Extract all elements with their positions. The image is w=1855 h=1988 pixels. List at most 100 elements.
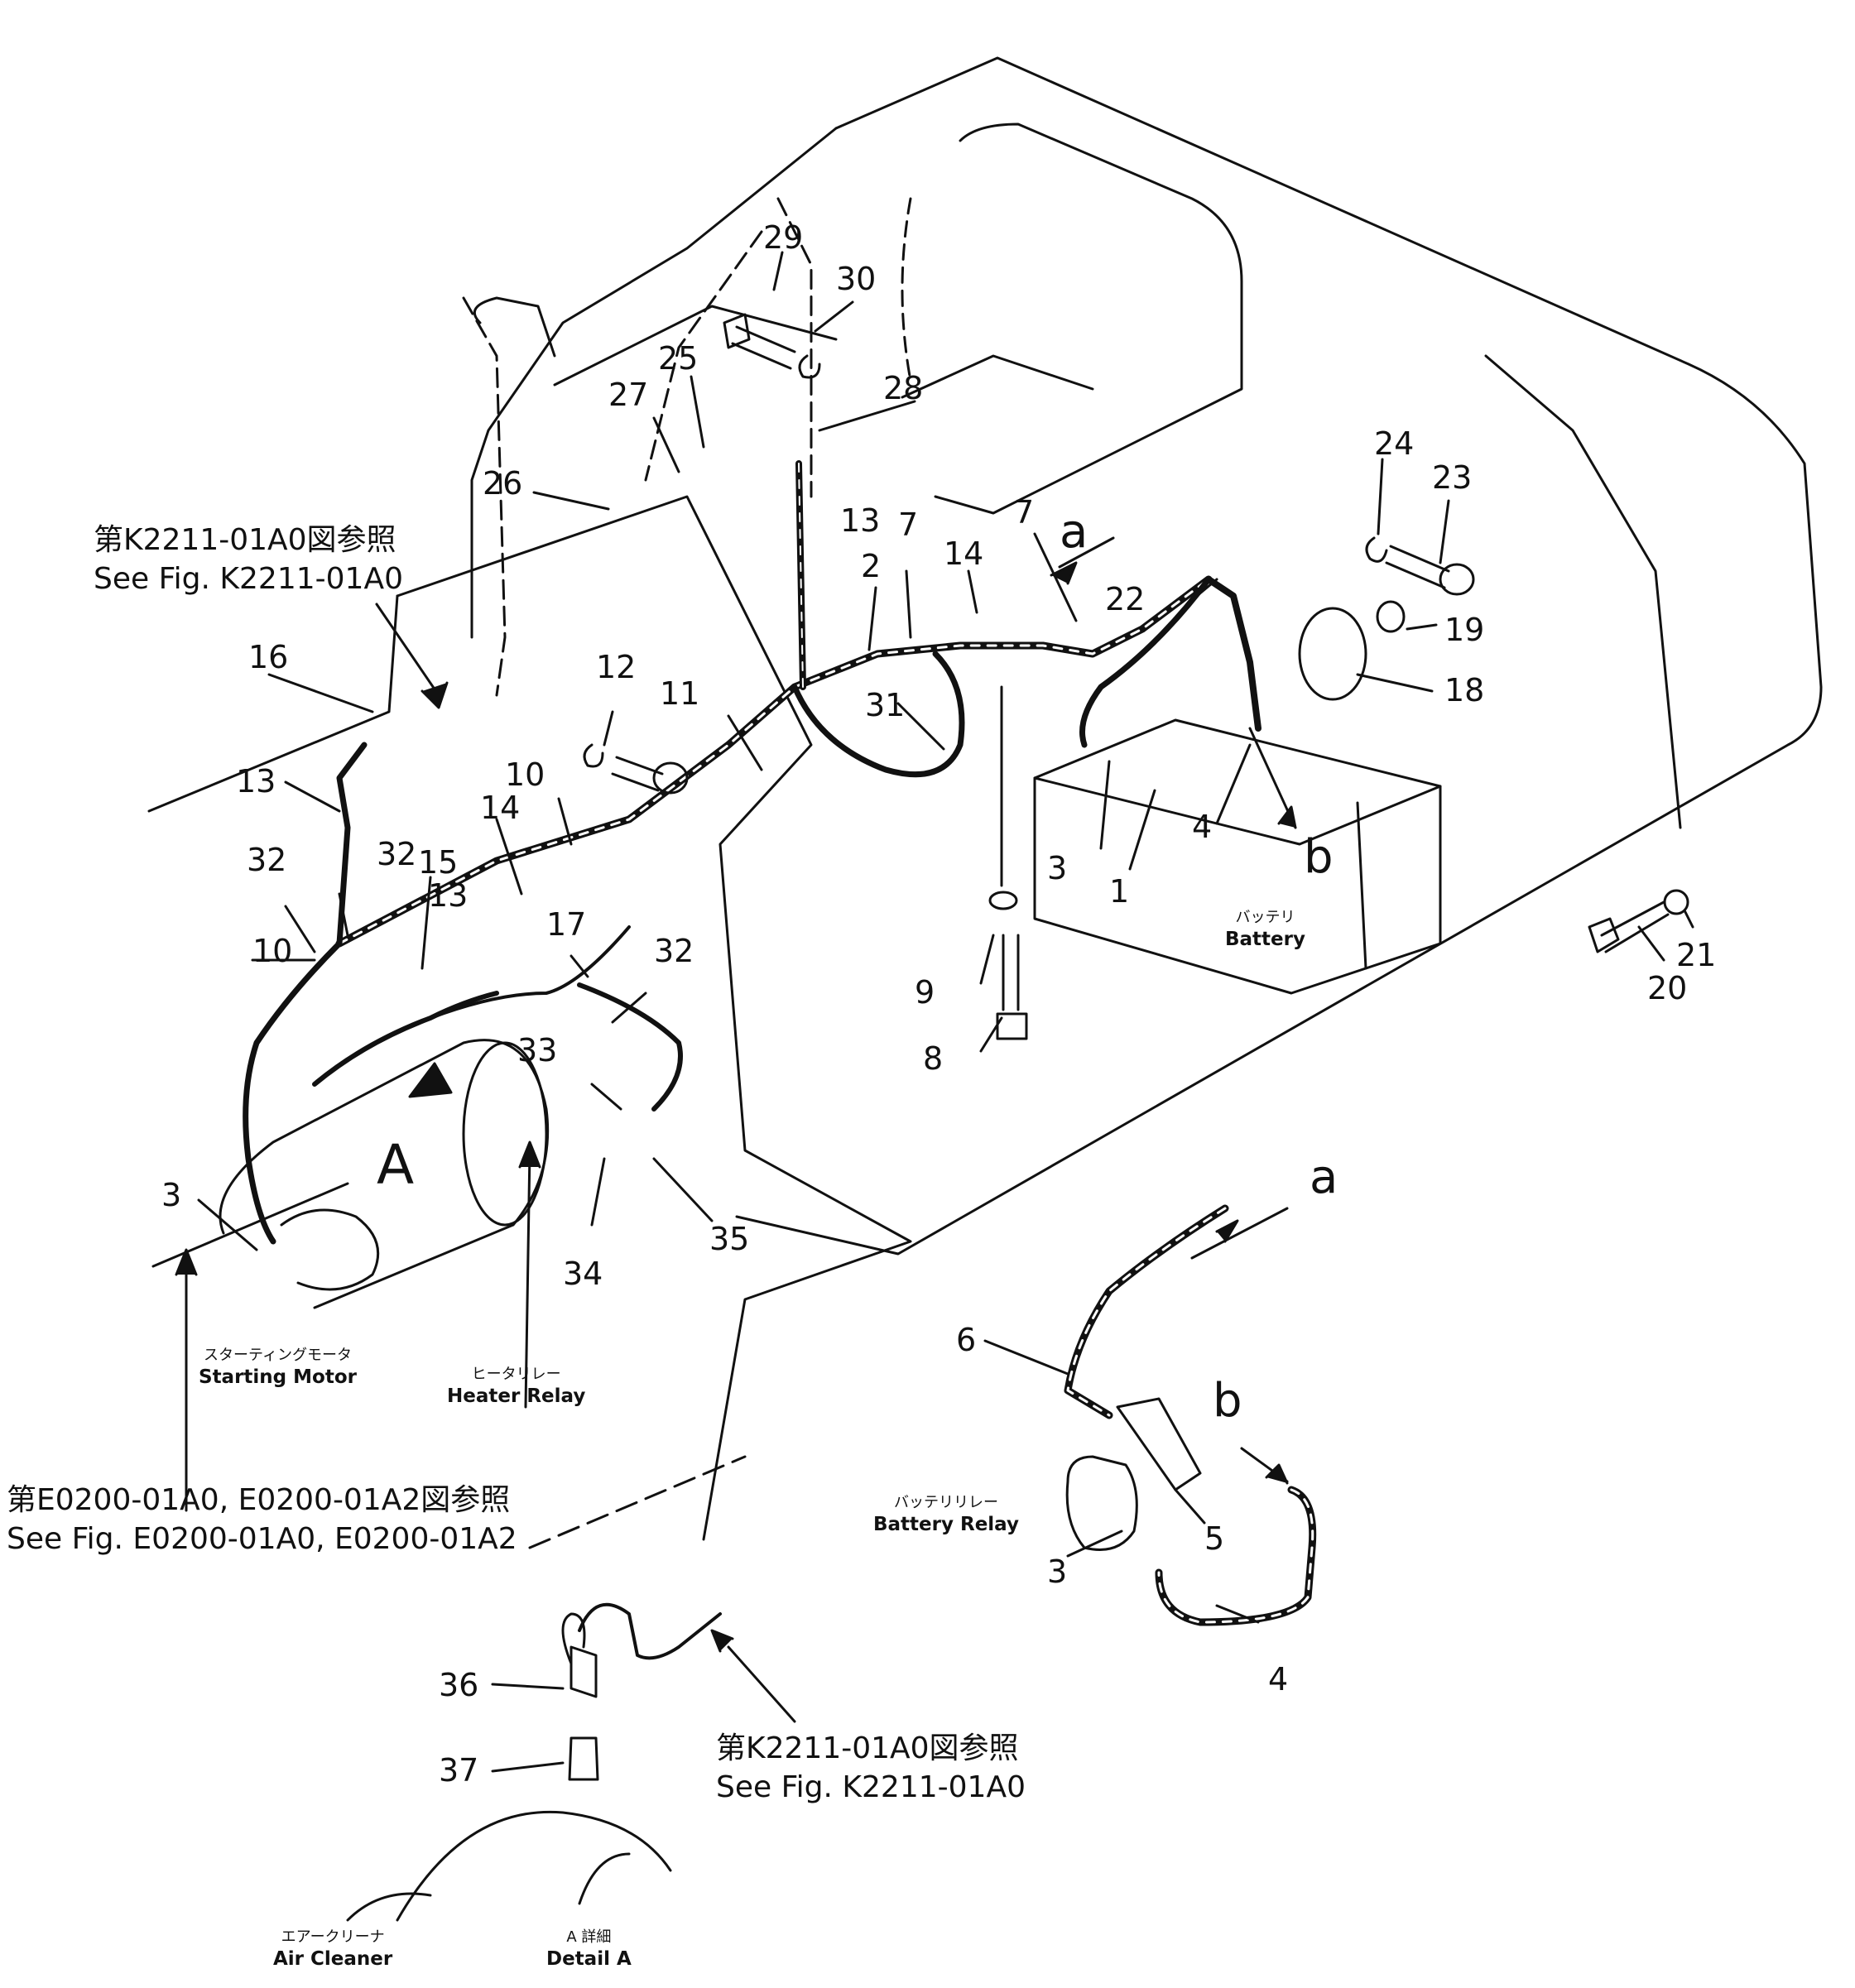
sensor-36-wire bbox=[578, 1602, 722, 1660]
callout-18: 18 bbox=[1444, 672, 1485, 708]
callout-21: 21 bbox=[1676, 937, 1717, 973]
caption-heater-relay: ヒータリレー Heater Relay bbox=[447, 1366, 585, 1408]
center-line-2 bbox=[644, 230, 763, 482]
caption-starting-motor: スターティングモータ Starting Motor bbox=[199, 1347, 357, 1389]
caption-battery-relay: バッテリリレー Battery Relay bbox=[873, 1494, 1019, 1536]
leader-e0200 bbox=[528, 1455, 747, 1549]
callout-13-left: 13 bbox=[236, 763, 276, 800]
harness-loop-31 bbox=[791, 651, 965, 778]
callout-36: 36 bbox=[439, 1667, 479, 1703]
caption-battery: バッテリ Battery bbox=[1225, 909, 1305, 951]
harness-6-core bbox=[1066, 1207, 1227, 1417]
detail-letter-b-top: b bbox=[1304, 830, 1334, 884]
reference-k2211-top-en: See Fig. K2211-01A0 bbox=[94, 561, 403, 596]
callout-22: 22 bbox=[1105, 581, 1146, 617]
battery-relay-body bbox=[1065, 1455, 1138, 1551]
harness-heater bbox=[577, 982, 683, 1112]
callout-3-motor: 3 bbox=[161, 1177, 182, 1213]
engine-top bbox=[553, 305, 838, 387]
callout-20: 20 bbox=[1647, 970, 1688, 1006]
caption-battery-relay-en: Battery Relay bbox=[873, 1513, 1019, 1535]
callout-30: 30 bbox=[836, 261, 877, 297]
callout-13-top: 13 bbox=[840, 502, 881, 539]
callout-7-right: 7 bbox=[1014, 494, 1035, 531]
left-panel-dash bbox=[462, 296, 507, 697]
caption-air-cleaner: エアークリーナ Air Cleaner bbox=[273, 1928, 392, 1971]
tank-outline bbox=[473, 296, 556, 358]
detail-a-arrow bbox=[408, 1062, 453, 1098]
main-harness-core bbox=[338, 578, 1210, 945]
leader-k2211-top bbox=[375, 603, 440, 697]
battery-top-edge bbox=[1033, 776, 1442, 846]
harness-6 bbox=[1064, 1204, 1229, 1419]
callout-4-battery: 4 bbox=[1192, 809, 1213, 845]
callout-2: 2 bbox=[861, 548, 882, 584]
callout-19: 19 bbox=[1444, 612, 1485, 648]
caption-battery-relay-jp: バッテリリレー bbox=[893, 1494, 998, 1511]
hood-edge bbox=[901, 197, 912, 382]
harness-motor bbox=[312, 991, 499, 1087]
washer-24 bbox=[1365, 536, 1388, 563]
caption-starting-motor-jp: スターティングモータ bbox=[204, 1347, 352, 1364]
callout-29: 29 bbox=[763, 219, 804, 256]
caption-heater-relay-jp: ヒータリレー bbox=[471, 1366, 561, 1383]
reference-k2211-bottom: 第K2211-01A0図参照 See Fig. K2211-01A0 bbox=[716, 1730, 1026, 1808]
callout-26: 26 bbox=[483, 465, 523, 502]
reference-e0200-jp: 第E0200-01A0, E0200-01A2図参照 bbox=[7, 1483, 511, 1517]
caption-detail-a: A 詳細 Detail A bbox=[546, 1928, 632, 1971]
callout-11: 11 bbox=[660, 675, 700, 712]
callout-9: 9 bbox=[915, 974, 935, 1011]
callout-24: 24 bbox=[1374, 425, 1415, 462]
frame-face bbox=[901, 354, 1094, 399]
bolt-23-head bbox=[1439, 563, 1475, 596]
leader-a1 bbox=[1058, 536, 1115, 569]
callout-3-battery: 3 bbox=[1047, 850, 1068, 886]
callout-28: 28 bbox=[883, 370, 924, 406]
harness-right-2 bbox=[1079, 576, 1212, 748]
hood-outline bbox=[934, 122, 1243, 515]
callout-35: 35 bbox=[709, 1221, 750, 1257]
washer-12 bbox=[583, 743, 604, 768]
detail-letter-a-top: a bbox=[1060, 505, 1088, 559]
callout-32-right: 32 bbox=[654, 933, 694, 969]
detail-letter-A: A bbox=[377, 1133, 415, 1197]
callout-31: 31 bbox=[865, 687, 906, 723]
caption-battery-en: Battery bbox=[1225, 928, 1305, 950]
battery-divider bbox=[1356, 801, 1367, 970]
detail-letter-b-bottom: b bbox=[1213, 1374, 1242, 1428]
caption-air-cleaner-jp: エアークリーナ bbox=[281, 1928, 385, 1946]
callout-3-relay: 3 bbox=[1047, 1553, 1068, 1590]
bolt-29 bbox=[731, 325, 796, 370]
bolt-11-head bbox=[652, 761, 689, 795]
washer-30 bbox=[798, 354, 821, 379]
reference-e0200: 第E0200-01A0, E0200-01A2図参照 See Fig. E020… bbox=[7, 1481, 517, 1559]
caption-detail-a-jp: A 詳細 bbox=[566, 1928, 612, 1946]
bolt-20 bbox=[1600, 900, 1670, 953]
callout-7-left: 7 bbox=[898, 507, 919, 543]
callout-27: 27 bbox=[608, 377, 649, 413]
leader-a2 bbox=[1190, 1207, 1289, 1260]
harness-right bbox=[1205, 576, 1261, 732]
harness-4-lower bbox=[1155, 1486, 1317, 1626]
callout-17: 17 bbox=[546, 906, 587, 943]
callout-34: 34 bbox=[563, 1256, 603, 1292]
callout-32-left: 32 bbox=[247, 842, 287, 878]
fitting-37 bbox=[568, 1736, 599, 1781]
frame-inner-top bbox=[470, 127, 838, 639]
left-panel bbox=[147, 594, 399, 813]
caption-heater-relay-en: Heater Relay bbox=[447, 1385, 586, 1407]
sensor-36 bbox=[569, 1645, 598, 1698]
harness-17 bbox=[429, 925, 631, 1020]
callout-5: 5 bbox=[1204, 1520, 1225, 1557]
sensor-36-loop bbox=[561, 1612, 586, 1665]
callout-10-left: 10 bbox=[252, 933, 293, 969]
reference-k2211-top: 第K2211-01A0図参照 See Fig. K2211-01A0 bbox=[94, 521, 403, 599]
washer-9 bbox=[988, 891, 1018, 910]
caption-battery-jp: バッテリ bbox=[1235, 909, 1295, 926]
callout-12: 12 bbox=[596, 649, 637, 685]
callout-32-mid: 32 bbox=[377, 836, 417, 872]
arrow-A-heater bbox=[524, 1149, 531, 1409]
callout-1: 1 bbox=[1109, 873, 1130, 910]
